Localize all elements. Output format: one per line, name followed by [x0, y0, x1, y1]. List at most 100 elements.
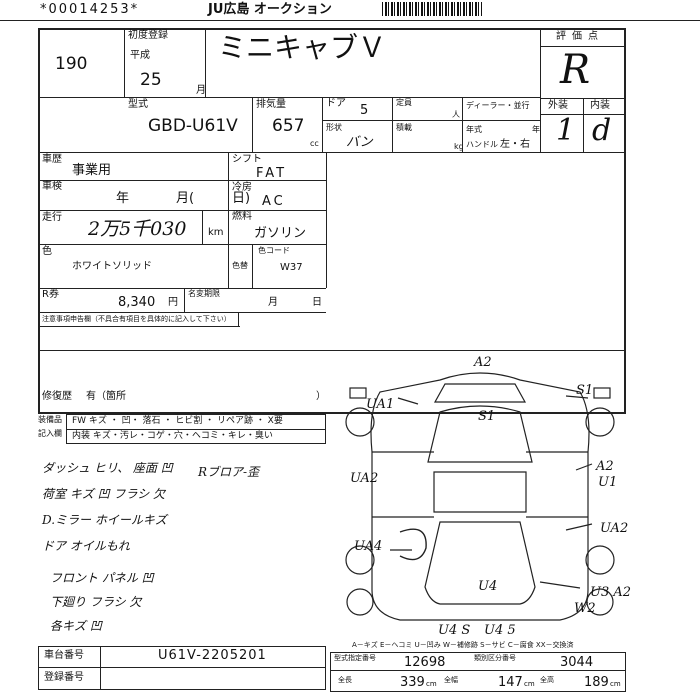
dealer-label: ディーラー・並行	[466, 101, 530, 110]
loading-label: 積載	[396, 123, 412, 132]
inspection-year: 年	[116, 191, 130, 206]
lot-number: 190	[55, 54, 88, 74]
damage-mark: UA1	[366, 397, 395, 412]
ext-label: 外装	[548, 100, 568, 111]
note-line: 荷室 キズ 凹 フラシ 欠	[42, 487, 166, 501]
divider	[205, 28, 206, 98]
inspection-day: 日)	[232, 191, 251, 206]
displacement-label: 排気量	[256, 99, 286, 110]
damage-mark: U3 A2	[590, 585, 632, 600]
divider	[184, 288, 185, 312]
auction-name: JU広島 オークション	[208, 2, 332, 17]
ac-value: AC	[262, 194, 286, 209]
damage-mark: S1	[576, 383, 594, 398]
divider	[124, 28, 125, 98]
divider	[38, 152, 626, 153]
inspection-month: 月(	[176, 191, 195, 206]
width-label: 全幅	[444, 676, 458, 684]
first-reg-label: 初度登録	[128, 30, 168, 41]
divider	[202, 210, 203, 244]
recycle-label: R券	[42, 289, 59, 300]
note-line: D.ミラー ホイールキズ	[42, 513, 167, 527]
serial-number: *00014253*	[40, 2, 140, 17]
repair-close: ）	[316, 391, 326, 402]
length-label: 全長	[338, 676, 352, 684]
width-value: 147	[498, 675, 523, 690]
mileage-unit: km	[208, 227, 224, 238]
car-diagram	[345, 372, 615, 621]
year-type-label: 年式	[466, 125, 482, 134]
divider	[322, 97, 323, 152]
damage-mark: U4 S	[438, 623, 471, 638]
damage-legend: A－キズ E－ヘコミ U－凹み W－補修跡 S－サビ C－腐食 XX－交換済	[352, 641, 574, 649]
divider	[38, 667, 326, 668]
note-line: 各キズ 凹	[50, 619, 102, 633]
divider	[228, 152, 229, 288]
name-change-month: 月	[268, 297, 278, 308]
car-history-label: 車歴	[42, 154, 62, 165]
divider	[238, 312, 239, 326]
barcode	[382, 2, 482, 16]
model-value: GBD-U61V	[148, 116, 238, 136]
chassis-label: 車台番号	[44, 650, 84, 661]
divider	[330, 670, 626, 671]
mileage-label: 走行	[42, 212, 62, 223]
grade-value: R	[560, 47, 591, 93]
loading-unit: kg	[454, 142, 464, 151]
note-line: ダッシュ ヒリ、 座面 凹	[42, 461, 173, 475]
divider	[322, 120, 540, 121]
damage-mark: U1	[598, 475, 618, 490]
damage-mark: A2	[596, 459, 614, 474]
chassis-value: U61V-2205201	[158, 648, 267, 663]
divider	[540, 28, 541, 152]
inspection-label: 車検	[42, 181, 62, 192]
divider	[583, 98, 584, 152]
grade-label: 評価点	[556, 31, 604, 42]
divider	[38, 350, 626, 351]
divider	[392, 97, 393, 152]
color-change-label: 色替	[232, 261, 248, 270]
repair-value: 有（箇所	[86, 391, 126, 402]
first-reg-year: 25	[140, 70, 162, 90]
length-unit: cm	[426, 680, 437, 688]
color-value: ホワイトソリッド	[72, 261, 152, 272]
damage-mark: A2	[474, 355, 492, 370]
damage-mark: W2	[574, 601, 596, 616]
divider	[38, 288, 326, 289]
damage-mark: U4 5	[484, 623, 516, 638]
reg-number-label: 登録番号	[44, 672, 84, 683]
equipment-row-1: FW キズ ・ 凹・ 落石 ・ ヒビ割 ・ リペア跡 ・ X要	[72, 416, 283, 426]
divider	[100, 646, 101, 690]
body-type-value: バン	[346, 135, 373, 150]
divider	[540, 46, 626, 47]
height-value: 189	[584, 675, 609, 690]
displacement-value: 657	[272, 116, 305, 136]
handle-value: 左・右	[500, 139, 530, 150]
note-line: ドア オイルもれ	[42, 539, 130, 553]
divider	[38, 97, 540, 98]
recycle-value: 8,340	[118, 295, 156, 310]
equipment-row-2: 内装 キズ・汚レ・コゲ・穴・ヘコミ・キレ・臭い	[72, 431, 273, 441]
divider	[38, 326, 240, 327]
class-value: 3044	[560, 655, 594, 670]
mileage-value: 2万5千030	[88, 218, 187, 240]
damage-mark: UA2	[350, 471, 379, 486]
fuel-value: ガソリン	[254, 226, 307, 241]
car-name: ミニキャブＶ	[218, 31, 387, 64]
capacity-label: 定員	[396, 98, 412, 107]
note-line: 下廻り フラシ 欠	[50, 595, 142, 609]
form-frame	[38, 28, 626, 414]
doors-value: 5	[360, 103, 369, 118]
first-reg-month-unit: 月	[196, 85, 206, 96]
name-change-label: 名変期限	[188, 289, 220, 298]
body-type-label: 形状	[326, 123, 342, 132]
class-label: 類別区分番号	[474, 654, 516, 662]
height-unit: cm	[610, 680, 621, 688]
ac-label: 冷房	[232, 182, 252, 193]
width-unit: cm	[524, 680, 535, 688]
divider	[38, 180, 326, 181]
color-label: 色	[42, 246, 52, 257]
divider	[326, 152, 327, 288]
car-history-value: 事業用	[72, 163, 112, 178]
name-change-day: 日	[312, 297, 322, 308]
